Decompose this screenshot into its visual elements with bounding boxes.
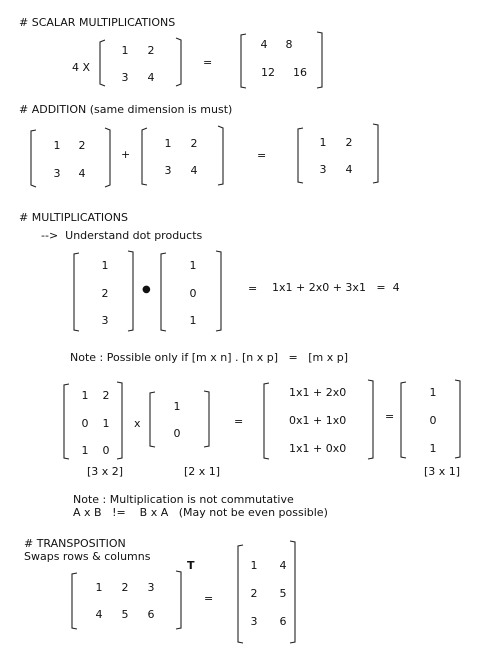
scalar-result-cell: 8 (285, 38, 293, 51)
dot-operator: ● (142, 284, 151, 295)
transpose-result-cell: 6 (279, 615, 287, 628)
scalar-equals: = (203, 56, 213, 69)
mult-a-cell: 0 (81, 417, 89, 430)
transposition-heading: # TRANSPOSITION (24, 537, 126, 550)
dot-products-note: --> Understand dot products (41, 229, 203, 242)
mult-times: x (134, 417, 141, 430)
addition-plus: + (121, 148, 131, 161)
addition-a-cell: 4 (78, 167, 86, 180)
transpose-equals: = (204, 592, 214, 605)
scalar-heading: # SCALAR MULTIPLICATIONS (19, 16, 176, 29)
transposition-subtitle: Swaps rows & columns (24, 550, 151, 563)
transpose-result-cell: 3 (250, 615, 258, 628)
addition-equals: = (257, 149, 267, 162)
addition-b-cell: 2 (190, 137, 198, 150)
transpose-cell: 5 (121, 608, 129, 621)
addition-result-cell: 2 (345, 136, 353, 149)
addition-result-cell: 4 (345, 163, 353, 176)
mult-a-cell: 1 (81, 389, 89, 402)
addition-a-cell: 3 (53, 167, 61, 180)
addition-b-cell: 3 (164, 164, 172, 177)
dimension-result: [3 x 1] (424, 465, 461, 478)
scalar-result-cell: 16 (293, 66, 307, 79)
vector-c-cell: 0 (173, 427, 181, 440)
vector-b-cell: 1 (189, 314, 197, 327)
scalar-result-cell: 12 (261, 66, 275, 79)
mult-result-cell: 1 (429, 442, 437, 455)
addition-result-cell: 3 (319, 163, 327, 176)
possible-note: Note : Possible only if [m x n] . [n x p… (70, 351, 349, 364)
transpose-cell: 1 (95, 581, 103, 594)
addition-heading: # ADDITION (same dimension is must) (19, 103, 233, 116)
dimension-a: [3 x 2] (87, 465, 124, 478)
dot-equals: = (248, 282, 258, 295)
transpose-cell: 2 (121, 581, 129, 594)
vector-a-cell: 2 (101, 287, 109, 300)
scalar-a-cell: 1 (121, 44, 129, 57)
vector-a-cell: 1 (101, 259, 109, 272)
transpose-result-cell: 5 (279, 587, 287, 600)
addition-b-cell: 4 (190, 164, 198, 177)
addition-result-cell: 1 (319, 136, 327, 149)
scalar-result-cell: 4 (260, 38, 268, 51)
addition-a-cell: 1 (53, 139, 61, 152)
scalar-a-cell: 4 (147, 71, 155, 84)
mult-a-cell: 2 (102, 389, 110, 402)
scalar-a-cell: 2 (147, 44, 155, 57)
dot-result: 1x1 + 2x0 + 3x1 = 4 (272, 281, 400, 294)
scalar-factor: 4 X (72, 61, 91, 74)
addition-b-cell: 1 (164, 137, 172, 150)
vector-b-cell: 0 (189, 287, 197, 300)
dimension-b: [2 x 1] (184, 465, 221, 478)
expanded-row: 1x1 + 0x0 (289, 442, 347, 455)
transpose-cell: 4 (95, 608, 103, 621)
transpose-cell: 3 (147, 581, 155, 594)
mult-a-cell: 1 (81, 444, 89, 457)
transpose-result-cell: 4 (279, 559, 287, 572)
transpose-result-cell: 1 (250, 559, 258, 572)
transpose-cell: 6 (147, 608, 155, 621)
mult-a-cell: 1 (102, 417, 110, 430)
mult-equals: = (234, 415, 244, 428)
mult-equals-2: = (385, 410, 395, 423)
vector-b-cell: 1 (189, 259, 197, 272)
vector-a-cell: 3 (101, 314, 109, 327)
transpose-superscript: T (187, 559, 195, 572)
addition-a-cell: 2 (78, 139, 86, 152)
mult-result-cell: 1 (429, 386, 437, 399)
mult-result-cell: 0 (429, 414, 437, 427)
vector-c-cell: 1 (173, 400, 181, 413)
commutative-note: Note : Multiplication is not commutative (73, 493, 294, 506)
mult-a-cell: 0 (102, 444, 110, 457)
transpose-result-cell: 2 (250, 587, 258, 600)
multiplication-heading: # MULTIPLICATIONS (19, 211, 129, 224)
commutative-inequality: A x B != B x A (May not be even possible… (73, 506, 328, 519)
scalar-a-cell: 3 (121, 71, 129, 84)
expanded-row: 1x1 + 2x0 (289, 386, 347, 399)
expanded-row: 0x1 + 1x0 (289, 414, 347, 427)
